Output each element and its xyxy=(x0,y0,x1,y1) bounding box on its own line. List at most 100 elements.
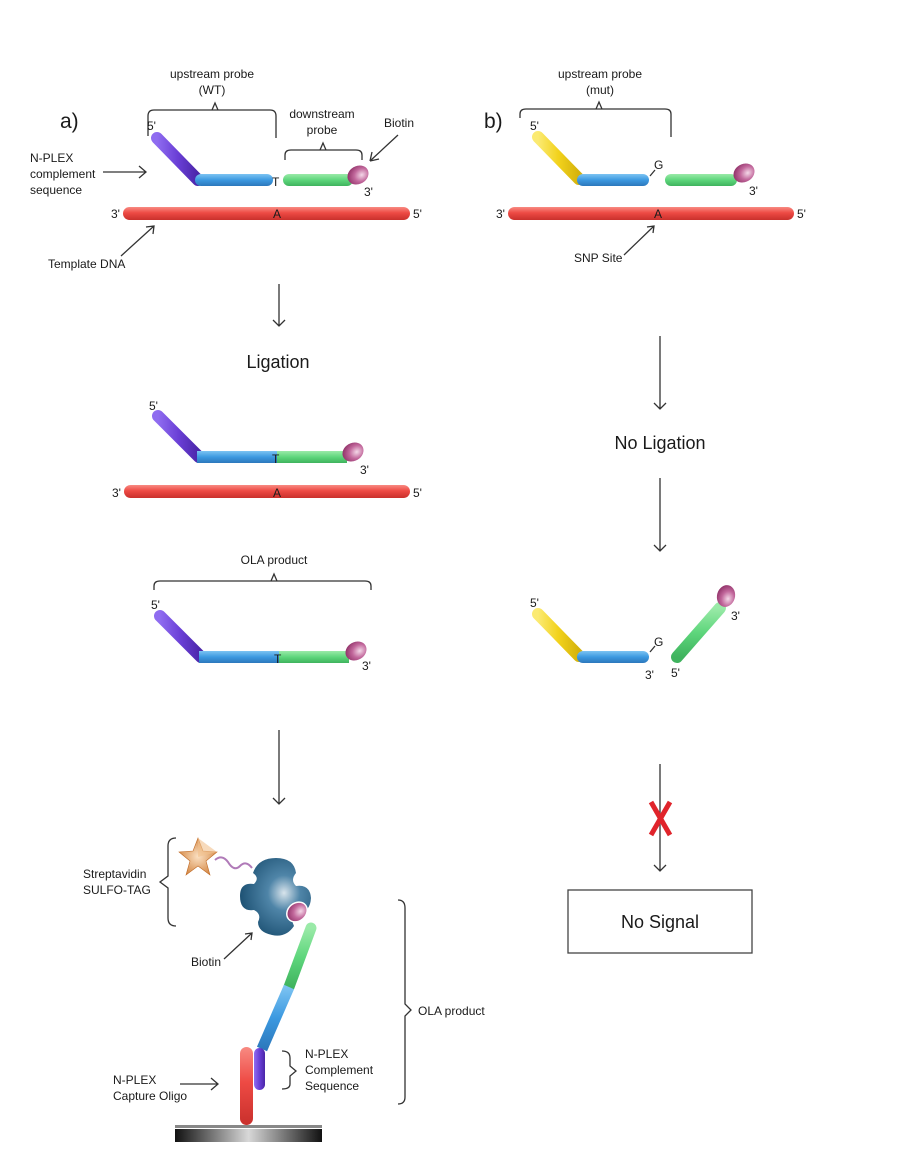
linker-icon xyxy=(214,856,253,870)
probe-base: G xyxy=(654,158,663,172)
nplex-complement-label-line1: N-PLEX xyxy=(30,151,73,165)
streptavidin-label-line2: SULFO-TAG xyxy=(83,883,151,897)
template-base: A xyxy=(654,207,662,221)
biotin-icon xyxy=(342,442,364,462)
biotin-label: Biotin xyxy=(191,955,221,969)
biotin-icon xyxy=(286,901,308,923)
arrow-down-b2 xyxy=(653,478,667,552)
upstream-probe-mut-brace xyxy=(519,100,672,137)
panel-a-label: a) xyxy=(60,110,79,133)
nplex-tag-segment xyxy=(151,132,204,186)
nplex-complement-label-line2: complement xyxy=(30,167,96,181)
ligation-label: Ligation xyxy=(246,352,309,372)
ola-product-label-vertical: OLA product xyxy=(418,1004,485,1018)
capture-oligo-label-line2: Capture Oligo xyxy=(113,1089,187,1103)
ola-product-a3: 5' T 3' xyxy=(151,598,371,673)
no-signal-box xyxy=(567,889,753,954)
snp-site-label: SNP Site xyxy=(574,251,623,265)
five-prime-label: 5' xyxy=(151,598,160,612)
downstream-probe-segment xyxy=(283,174,353,186)
downstream-three-prime: 3' xyxy=(731,609,740,623)
nplex-complement-segment xyxy=(254,1048,265,1090)
upstream-probe-segment xyxy=(199,651,279,663)
complement-label-line3: Sequence xyxy=(305,1079,359,1093)
upstream-probe-segment xyxy=(256,984,295,1052)
complement-label-line1: N-PLEX xyxy=(305,1047,348,1061)
downstream-probe-brace xyxy=(284,141,363,160)
template-three-prime: 3' xyxy=(111,207,120,221)
plate-surface xyxy=(175,1125,322,1128)
no-signal-label: No Signal xyxy=(621,912,699,932)
sulfo-tag-star-icon xyxy=(178,837,218,876)
downstream-probe-segment xyxy=(665,174,737,186)
template-five-prime: 5' xyxy=(413,207,422,221)
biotin-icon xyxy=(345,641,367,661)
complement-brace xyxy=(281,1050,298,1090)
template-strand xyxy=(124,485,410,498)
base-tick xyxy=(649,169,656,177)
separated-probes-b2: 5' G 3' 3' 5' xyxy=(530,585,740,682)
five-prime-label: 5' xyxy=(530,596,539,610)
ola-product-label: OLA product xyxy=(241,553,308,567)
template-dna-a1: 3' A 5' xyxy=(111,207,422,221)
arrow-down-a1 xyxy=(272,284,286,327)
five-prime-label: 5' xyxy=(149,399,158,413)
panel-b-label: b) xyxy=(484,110,503,133)
no-ligation-label: No Ligation xyxy=(614,433,705,453)
nplex-tag-segment xyxy=(152,410,205,463)
upstream-probe-mut-label: upstream probe xyxy=(558,67,642,81)
capture-oligo-arrow xyxy=(180,1077,219,1091)
arrow-down-b1 xyxy=(653,336,667,410)
ola-product-brace-vertical xyxy=(397,899,412,1105)
upstream-three-prime: 3' xyxy=(645,668,654,682)
biotin-icon xyxy=(716,585,736,607)
ligated-probe-a2: 5' T 3' xyxy=(149,399,369,477)
template-strand xyxy=(508,207,794,220)
upstream-probe-segment xyxy=(577,174,649,186)
plate xyxy=(175,1129,322,1142)
five-prime-label: 5' xyxy=(147,119,156,133)
snp-arrow xyxy=(623,225,655,256)
three-prime-label: 3' xyxy=(364,185,373,199)
downstream-probe-label: downstream xyxy=(289,107,354,121)
upstream-probe-segment xyxy=(577,651,649,663)
template-three-prime: 3' xyxy=(496,207,505,221)
downstream-probe-segment xyxy=(671,602,726,663)
nplex-tag-segment xyxy=(154,610,207,663)
biotin-arrow xyxy=(369,134,399,162)
upstream-probe-segment xyxy=(195,174,273,186)
three-prime-label: 3' xyxy=(360,463,369,477)
five-prime-label: 5' xyxy=(530,119,539,133)
streptavidin-icon xyxy=(240,858,311,936)
capture-oligo-label-line1: N-PLEX xyxy=(113,1073,156,1087)
probe-set-b1: 5' G 3' xyxy=(530,119,758,198)
downstream-probe-segment xyxy=(277,451,347,463)
arrow-down-a3 xyxy=(272,730,286,805)
biotin-arrow xyxy=(223,932,253,960)
template-dna-label: Template DNA xyxy=(48,257,125,271)
template-strand xyxy=(123,207,410,220)
probe-base: T xyxy=(272,452,280,466)
template-five-prime: 5' xyxy=(413,486,422,500)
mutant-tag-segment xyxy=(532,608,585,662)
blocked-x-icon xyxy=(648,800,673,837)
upstream-probe-mut-sublabel: (mut) xyxy=(586,83,614,97)
biotin-label: Biotin xyxy=(384,116,414,130)
upstream-probe-sublabel: (WT) xyxy=(199,83,226,97)
template-three-prime: 3' xyxy=(112,486,121,500)
nplex-complement-arrow xyxy=(103,165,147,179)
probe-base: T xyxy=(274,652,282,666)
mutant-tag-segment xyxy=(532,131,585,185)
ola-product-brace xyxy=(153,572,372,590)
downstream-probe-segment xyxy=(279,651,349,663)
capture-oligo xyxy=(240,1047,253,1125)
nplex-complement-label-line3: sequence xyxy=(30,183,82,197)
probe-set-a1: 5' T 3' xyxy=(147,119,373,199)
template-dna-a2: 3' A 5' xyxy=(112,485,422,500)
base-tick xyxy=(649,645,656,653)
upstream-probe-segment xyxy=(197,451,277,463)
upstream-probe-label: upstream probe xyxy=(170,67,254,81)
complement-label-line2: Complement xyxy=(305,1063,374,1077)
streptavidin-label-line1: Streptavidin xyxy=(83,867,146,881)
